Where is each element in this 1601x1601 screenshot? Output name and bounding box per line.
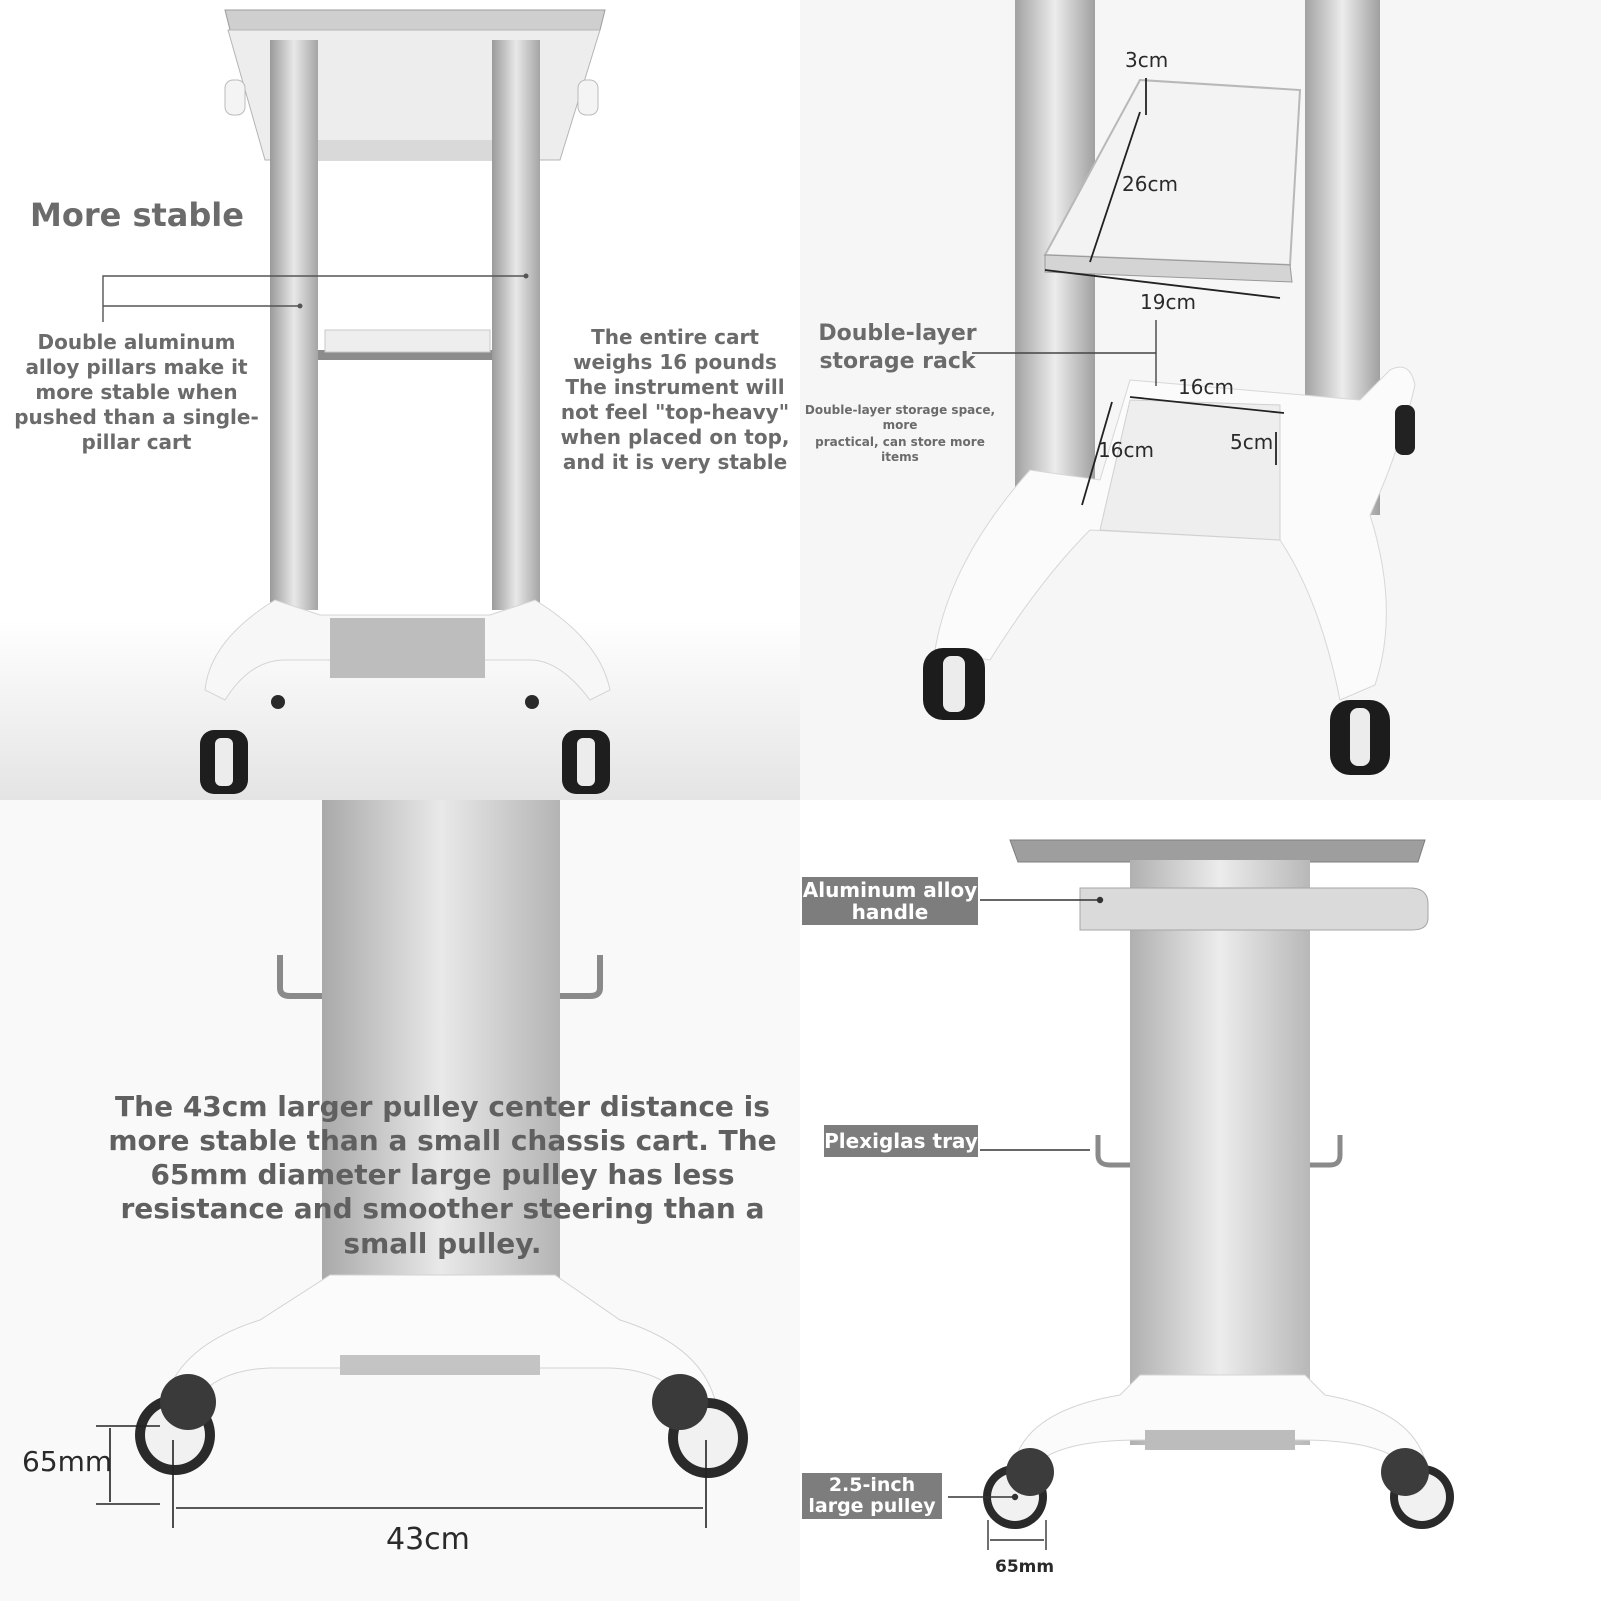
rack-title: Double-layer storage rack <box>818 321 977 374</box>
wheel-distance-label: 43cm <box>386 1522 470 1557</box>
handle-tag: Aluminum alloy handle <box>802 877 978 925</box>
panel-top-right: 3cm 26cm 19cm 16cm 16cm 5cm Double-layer… <box>800 0 1601 800</box>
dim-tray-width: 19cm <box>1140 290 1196 314</box>
rack-note-line-1: Double-layer storage space, more <box>804 403 996 432</box>
weight-note: The entire cart weighs 16 pounds The ins… <box>560 325 790 474</box>
panel-top-left: More stable Double aluminum alloy pillar… <box>0 0 800 800</box>
pulley-diameter-label: 65mm <box>995 1557 1055 1577</box>
pulley-stability-note: The 43cm larger pulley center distance i… <box>108 1090 777 1260</box>
dim-tray-depth: 26cm <box>1122 172 1178 196</box>
pulley-tag: 2.5-inch large pulley <box>802 1473 942 1519</box>
panel-bottom-left: The 43cm larger pulley center distance i… <box>0 800 800 1601</box>
heading-more-stable: More stable <box>30 196 244 234</box>
pillar-note: Double aluminum alloy pillars make it mo… <box>14 330 259 454</box>
cart-front-illustration <box>0 9 800 800</box>
storage-rack-illustration <box>800 0 1601 800</box>
wheel-diameter-label: 65mm <box>22 1445 113 1478</box>
cart-profile-illustration <box>800 800 1601 1601</box>
dim-tray-height: 3cm <box>1125 48 1169 72</box>
rack-note-line-2: practical, can store more items <box>815 435 985 464</box>
dim-rack-height: 5cm <box>1230 430 1274 454</box>
dim-rack-depth: 16cm <box>1098 438 1154 462</box>
panel-bottom-right: Aluminum alloy handle Plexiglas tray 2.5… <box>800 800 1601 1601</box>
dim-rack-width: 16cm <box>1178 375 1234 399</box>
tray-tag: Plexiglas tray <box>824 1125 978 1157</box>
cart-side-illustration <box>0 800 800 1601</box>
